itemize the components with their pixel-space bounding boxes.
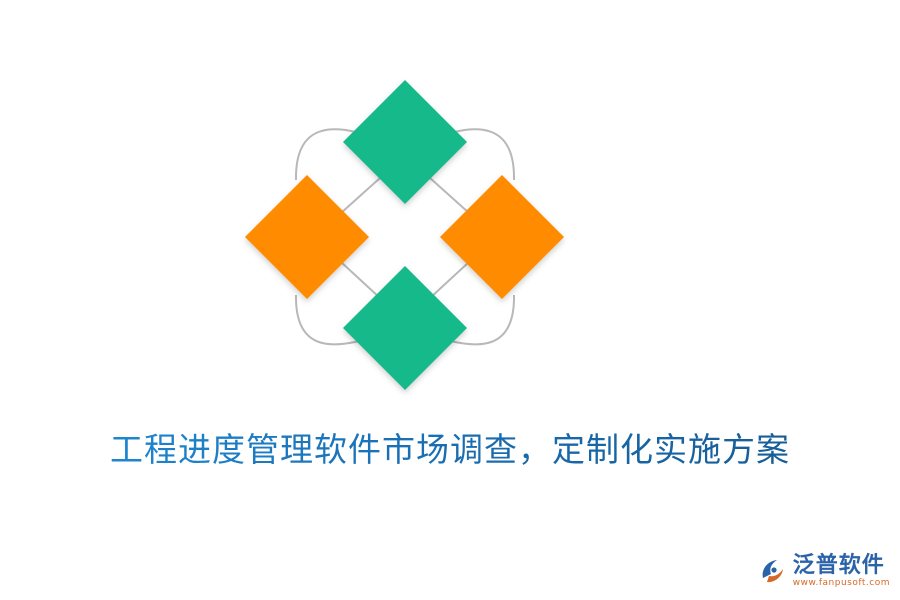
diamond-left-orange bbox=[245, 175, 369, 299]
brand-logo: 泛普软件 www.fanpusoft.com bbox=[757, 554, 890, 588]
page-title: 工程进度管理软件市场调查，定制化实施方案 bbox=[0, 428, 900, 472]
brand-name: 泛普软件 bbox=[792, 553, 885, 578]
diamond-bottom-green bbox=[343, 266, 467, 390]
diamond-top-green bbox=[343, 80, 467, 204]
fanpu-logo-icon bbox=[762, 560, 783, 583]
brand-url: www.fanpusoft.com bbox=[792, 578, 890, 588]
diamond-right-orange bbox=[440, 175, 564, 299]
